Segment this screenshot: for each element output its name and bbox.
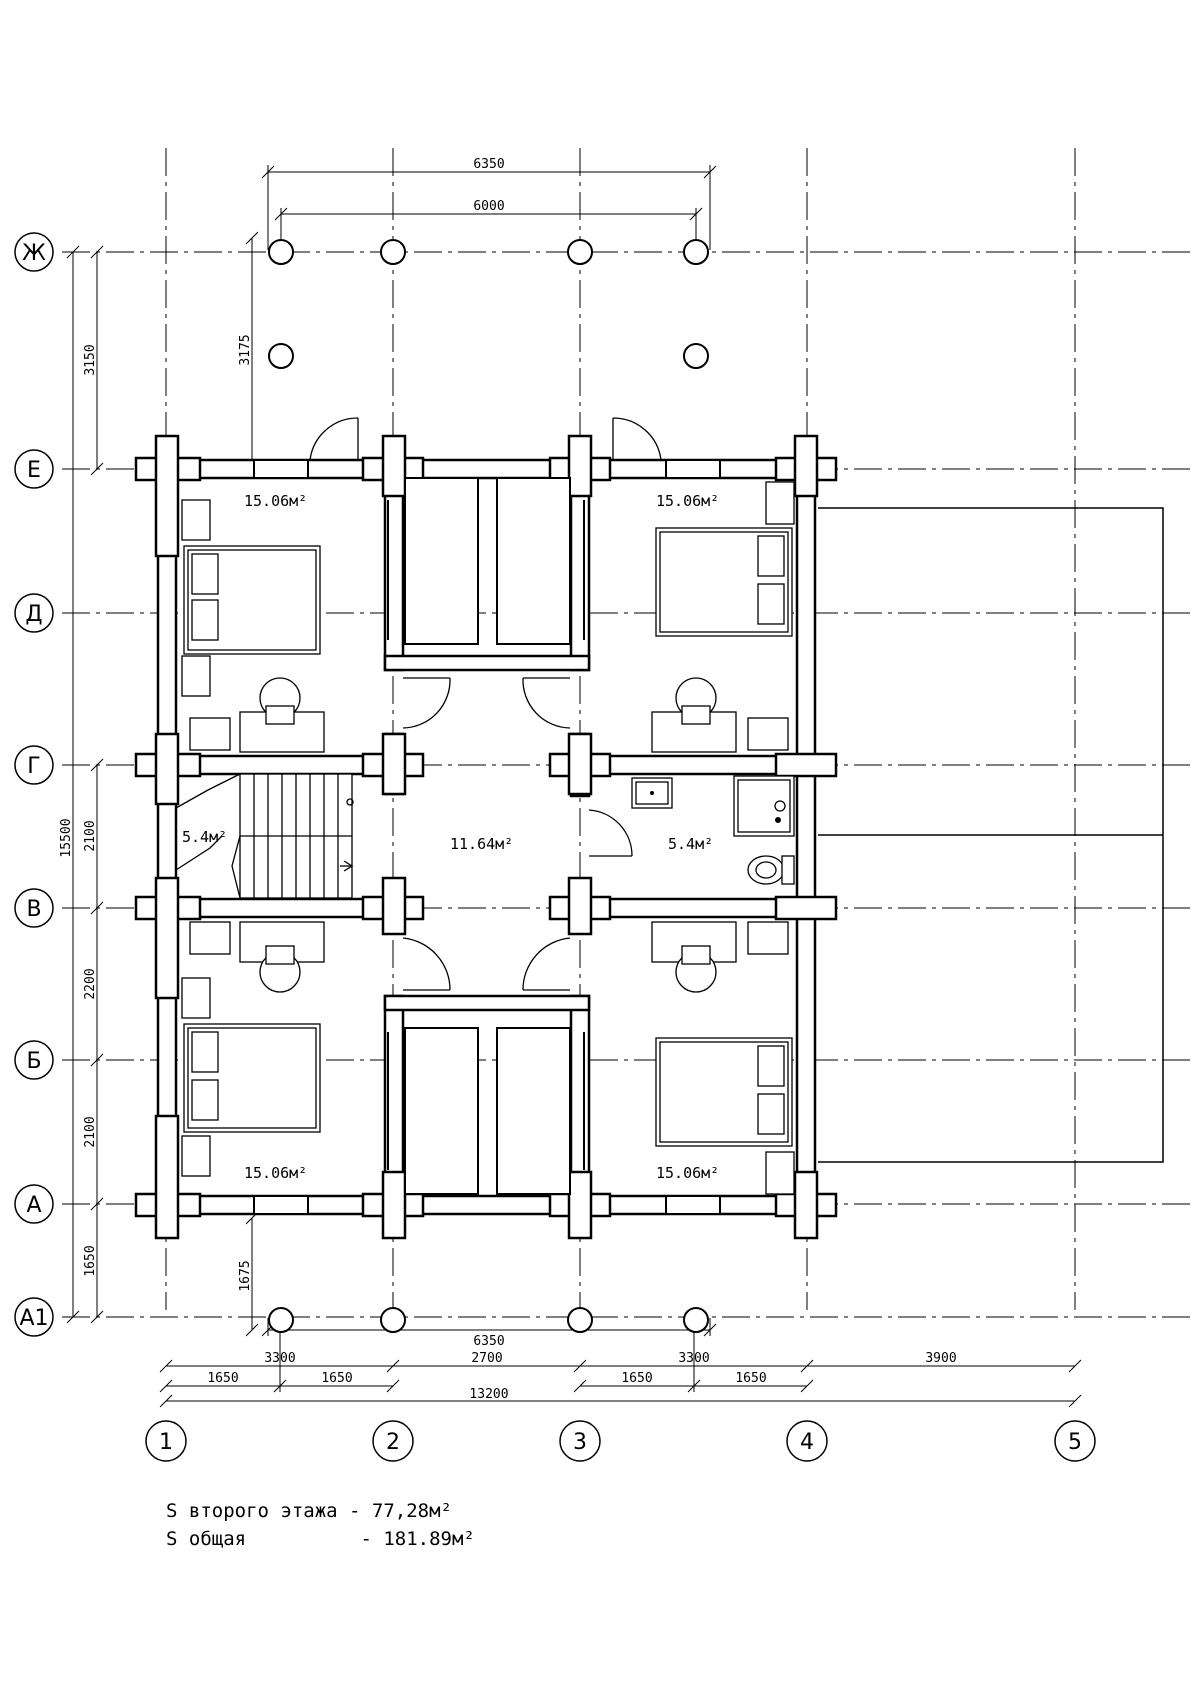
- roof-outline: [818, 507, 1164, 1163]
- dim-b-13200: 13200: [469, 1387, 508, 1402]
- room-area-bath: 5.4м²: [668, 835, 713, 853]
- svg-text:В: В: [26, 897, 41, 922]
- staircase: [175, 773, 354, 899]
- dim-b-1650a: 1650: [207, 1371, 238, 1386]
- room-area-bedroom-br: 15.06м²: [656, 1164, 719, 1182]
- dim-left-15500: 15500: [59, 818, 74, 857]
- svg-text:1: 1: [159, 1430, 173, 1455]
- dim-left-2100b: 2100: [83, 1116, 98, 1147]
- dim-b-1650d: 1650: [735, 1371, 766, 1386]
- dimension-lines: 6350 6000 15500 3150 2100 2200 2100 1650…: [59, 157, 1082, 1408]
- room-area-hall: 11.64м²: [450, 835, 513, 853]
- porch-posts: [268, 239, 709, 1333]
- axis-bubble-4: 4: [786, 1420, 828, 1462]
- dim-left-2200: 2200: [83, 968, 98, 999]
- doors: [309, 417, 662, 991]
- dim-b-1650c: 1650: [621, 1371, 652, 1386]
- room-area-stair: 5.4м²: [182, 828, 227, 846]
- svg-text:2: 2: [386, 1430, 400, 1455]
- dim-b-2700: 2700: [471, 1351, 502, 1366]
- dim-top-6350: 6350: [473, 157, 504, 172]
- dim-b-3900: 3900: [925, 1351, 956, 1366]
- axis-bubble-a: А: [14, 1184, 54, 1224]
- svg-text:Д: Д: [25, 602, 42, 627]
- axis-bubble-v: В: [14, 888, 54, 928]
- room-area-bedroom-tl: 15.06м²: [244, 492, 307, 510]
- svg-text:Е: Е: [27, 458, 41, 483]
- bathroom-fixtures: [631, 775, 795, 885]
- room-area-bedroom-bl: 15.06м²: [244, 1164, 307, 1182]
- room-labels: 15.06м² 15.06м² 15.06м² 15.06м² 11.64м² …: [182, 492, 719, 1182]
- svg-text:А: А: [26, 1193, 41, 1218]
- dim-top-6000: 6000: [473, 199, 504, 214]
- closets: [387, 477, 585, 1195]
- svg-text:4: 4: [800, 1430, 814, 1455]
- svg-text:Б: Б: [26, 1049, 41, 1074]
- svg-text:Ж: Ж: [22, 241, 46, 266]
- axis-bubble-2: 2: [372, 1420, 414, 1462]
- axis-bubble-1: 1: [145, 1420, 187, 1462]
- dim-left-3150: 3150: [83, 344, 98, 375]
- axis-bubble-3: 3: [559, 1420, 601, 1462]
- axis-bubble-e: Е: [14, 449, 54, 489]
- axis-bubble-5: 5: [1054, 1420, 1096, 1462]
- row-axis-bubbles: Ж Е Д Г В Б А А1: [14, 232, 54, 1337]
- svg-text:А1: А1: [19, 1306, 48, 1331]
- dim-left-2100a: 2100: [83, 820, 98, 851]
- summary-total-area: S общая - 181.89м²: [166, 1528, 475, 1550]
- bedroom-furniture: [181, 481, 795, 1195]
- axis-bubble-d: Д: [14, 593, 54, 633]
- svg-text:5: 5: [1068, 1430, 1082, 1455]
- svg-text:Г: Г: [27, 754, 40, 779]
- dim-b-1650b: 1650: [321, 1371, 352, 1386]
- axis-bubble-a1: А1: [14, 1297, 54, 1337]
- axis-bubble-zh: Ж: [14, 232, 54, 272]
- svg-text:3: 3: [573, 1430, 587, 1455]
- room-area-bedroom-tr: 15.06м²: [656, 492, 719, 510]
- dim-porch-3175: 3175: [238, 334, 253, 365]
- dim-porch-1675: 1675: [238, 1260, 253, 1291]
- axis-bubble-b: Б: [14, 1040, 54, 1080]
- dim-left-1650: 1650: [83, 1245, 98, 1276]
- walls: [134, 434, 838, 1240]
- col-axis-bubbles: 1 2 3 4 5: [145, 1420, 1096, 1462]
- summary-second-floor-area: S второго этажа - 77,28м²: [166, 1500, 452, 1522]
- axis-grid: [62, 148, 1195, 1318]
- axis-bubble-g: Г: [14, 745, 54, 785]
- dim-bottom-6350: 6350: [473, 1334, 504, 1349]
